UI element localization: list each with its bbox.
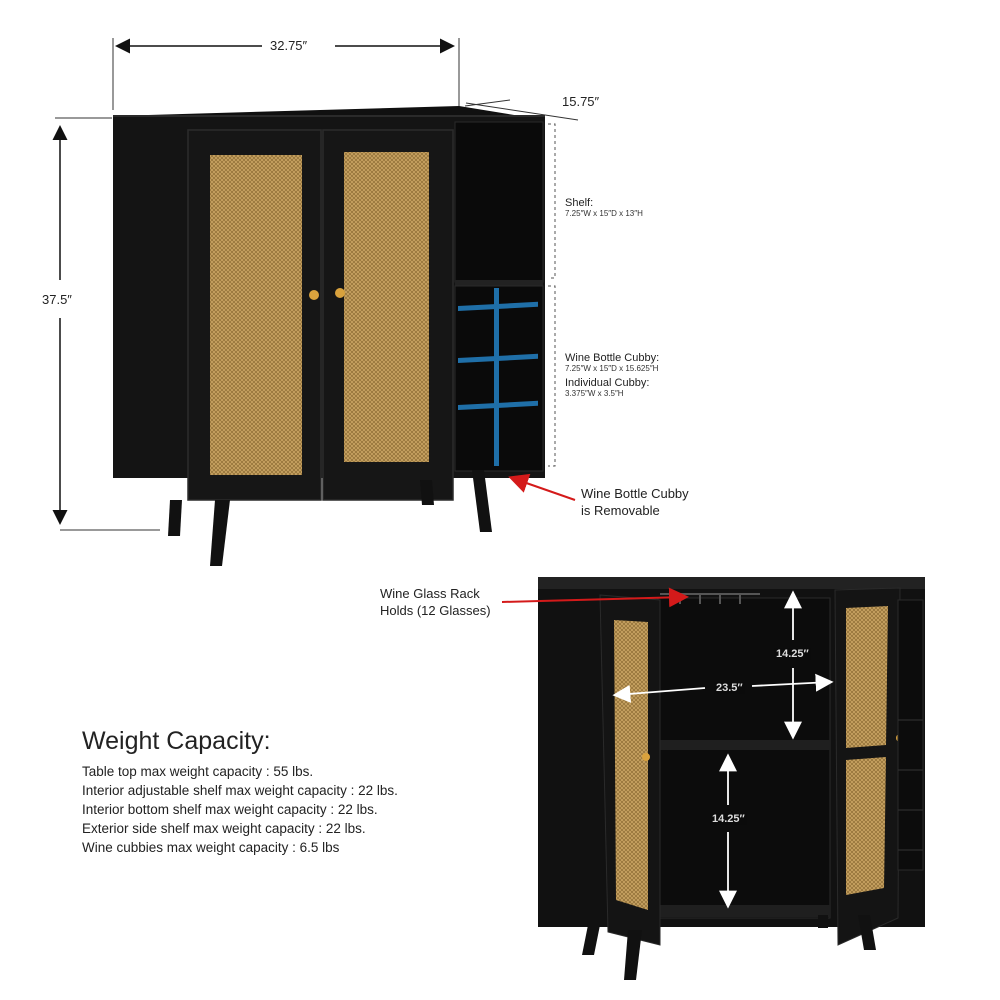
open-cabinet [538,577,925,980]
glass-rack-line1: Wine Glass Rack [380,586,480,601]
lower-height-label: 14.25″ [710,813,747,825]
glass-rack-line2: Holds (12 Glasses) [380,603,491,618]
removable-line2: is Removable [581,503,660,518]
rattan-panel-right [344,152,429,462]
door-knob-left [309,290,319,300]
shelf-note-size: 7.25″W x 15″D x 13″H [565,209,643,218]
wine-cubby-size: 7.25″W x 15″D x 15.625″H [565,364,659,373]
individual-cubby-title: Individual Cubby: [565,377,650,389]
wine-cubby-note: Wine Bottle Cubby: 7.25″W x 15″D x 15.62… [565,352,659,398]
open-rattan-right-top [846,606,888,748]
depth-label: 15.75″ [562,94,600,109]
wine-cubby-title: Wine Bottle Cubby: [565,352,660,364]
closed-cabinet [113,106,545,566]
depth-dimension-line [464,99,579,121]
height-dimension-line [52,117,160,531]
shelf-note: Shelf: 7.25″W x 15″D x 13″H [565,197,643,218]
open-rattan-right-bottom [846,757,886,895]
individual-cubby-size: 3.375″W x 3.5″H [565,389,624,398]
weight-line: Table top max weight capacity : 55 lbs. [82,764,314,779]
inner-width-label: 23.5″ [714,682,745,694]
rattan-panel-left [210,155,302,475]
glass-rack-callout: Wine Glass Rack Holds (12 Glasses) [380,585,491,619]
glass-rack-arrow [501,587,689,608]
shelf-note-title: Shelf: [565,197,594,209]
open-rattan-left [614,620,648,910]
width-label: 32.75″ [270,38,308,53]
weight-line: Exterior side shelf max weight capacity … [82,821,366,836]
height-label: 37.5″ [42,292,72,307]
width-dimension-line [112,38,460,110]
removable-line1: Wine Bottle Cubby [581,486,689,501]
wine-cubby-highlight [458,288,538,466]
removable-callout: Wine Bottle Cubby is Removable [581,485,689,519]
interior-shelf [658,740,830,750]
interior-bottom-shelf [658,905,830,917]
weight-line: Interior bottom shelf max weight capacit… [82,802,378,817]
weight-capacity-title: Weight Capacity: [82,727,271,755]
removable-arrow [508,473,576,501]
shelf-bracket [548,123,556,279]
weight-capacity-block: Weight Capacity: Table top max weight ca… [82,727,398,857]
cubby-bracket [548,285,556,467]
weight-line: Interior adjustable shelf max weight cap… [82,783,398,798]
door-knob-right [335,288,345,298]
interior-dimension-arrows [612,590,834,909]
weight-line: Wine cubbies max weight capacity : 6.5 l… [82,840,340,855]
upper-height-label: 14.25″ [774,648,811,660]
